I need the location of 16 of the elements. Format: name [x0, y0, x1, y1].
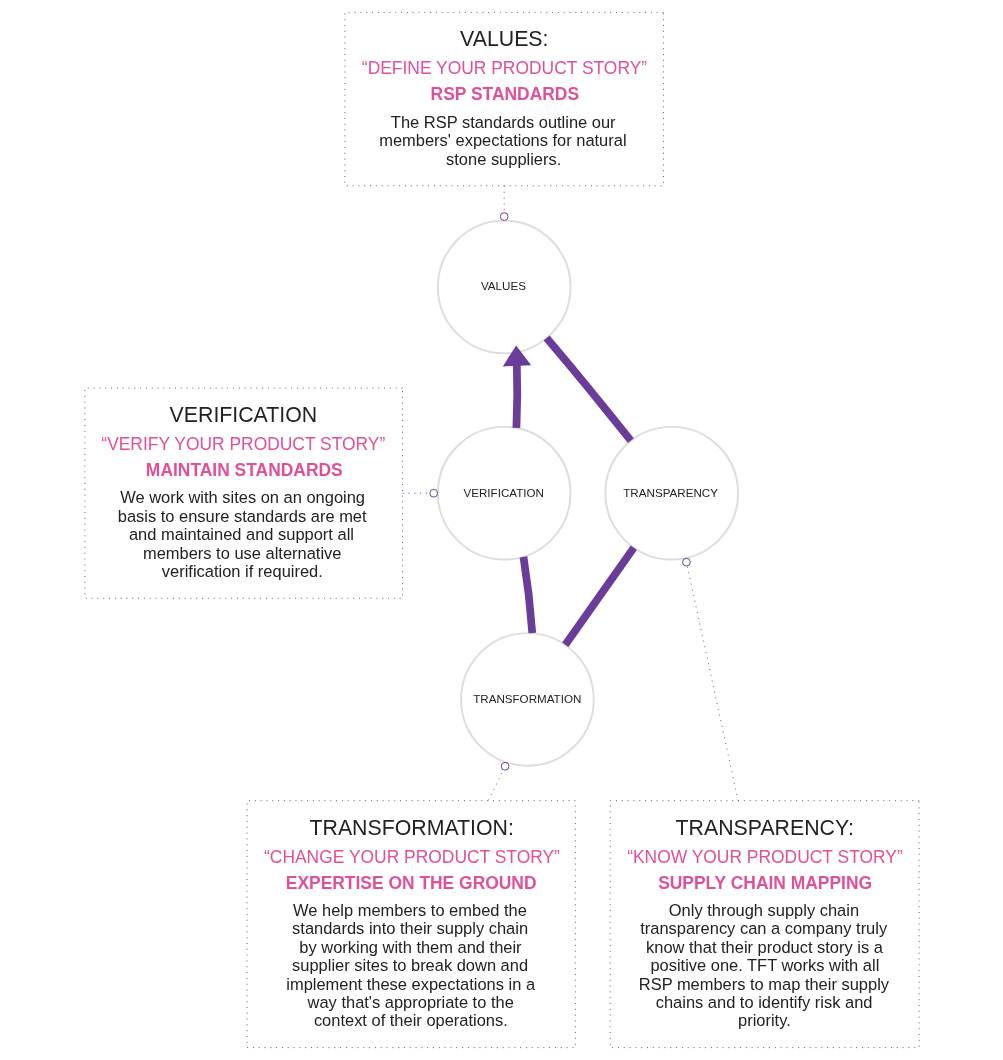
- node-box: TRANSFORMATION: “CHANGE YOUR PRODUCT STORY” EXPERTISE ON THE GROUND We help members to embed the standards into their supply chain by working with them and their supplier sites to break down and implement these expectations in a way that's appropriate to the context of their operations.: [246, 800, 576, 1049]
- arrow: [502, 345, 531, 428]
- node-box: TRANSPARENCY: “KNOW YOUR PRODUCT STORY” SUPPLY CHAIN MAPPING Only through supply chain transparency can a company truly know that their product story is a positive one. TFT works with all RSP members to map their supply chains and to identify risk and priority.: [609, 800, 920, 1049]
- node-box: VALUES: “DEFINE YOUR PRODUCT STORY” RSP STANDARDS The RSP standards outline our members' expectations for natural stone suppliers.: [343, 11, 664, 187]
- node-circle: TRANSPARENCY: [603, 425, 739, 561]
- connector: [487, 761, 509, 801]
- connector: [681, 557, 739, 802]
- connector: [543, 335, 634, 444]
- node-circle: TRANSFORMATION: [459, 632, 595, 767]
- node-box: VERIFICATION “VERIFY YOUR PRODUCT STORY” MAINTAIN STANDARDS We work with sites on an ongoing basis to ensure standards are met and maintained and support all members to use alternative verification if required.: [83, 387, 403, 599]
- connector: [401, 488, 438, 498]
- node-circle: VALUES: [436, 219, 571, 355]
- connector: [519, 556, 536, 634]
- connector: [561, 545, 637, 648]
- node-circle: VERIFICATION: [436, 425, 571, 561]
- connector: [499, 185, 509, 221]
